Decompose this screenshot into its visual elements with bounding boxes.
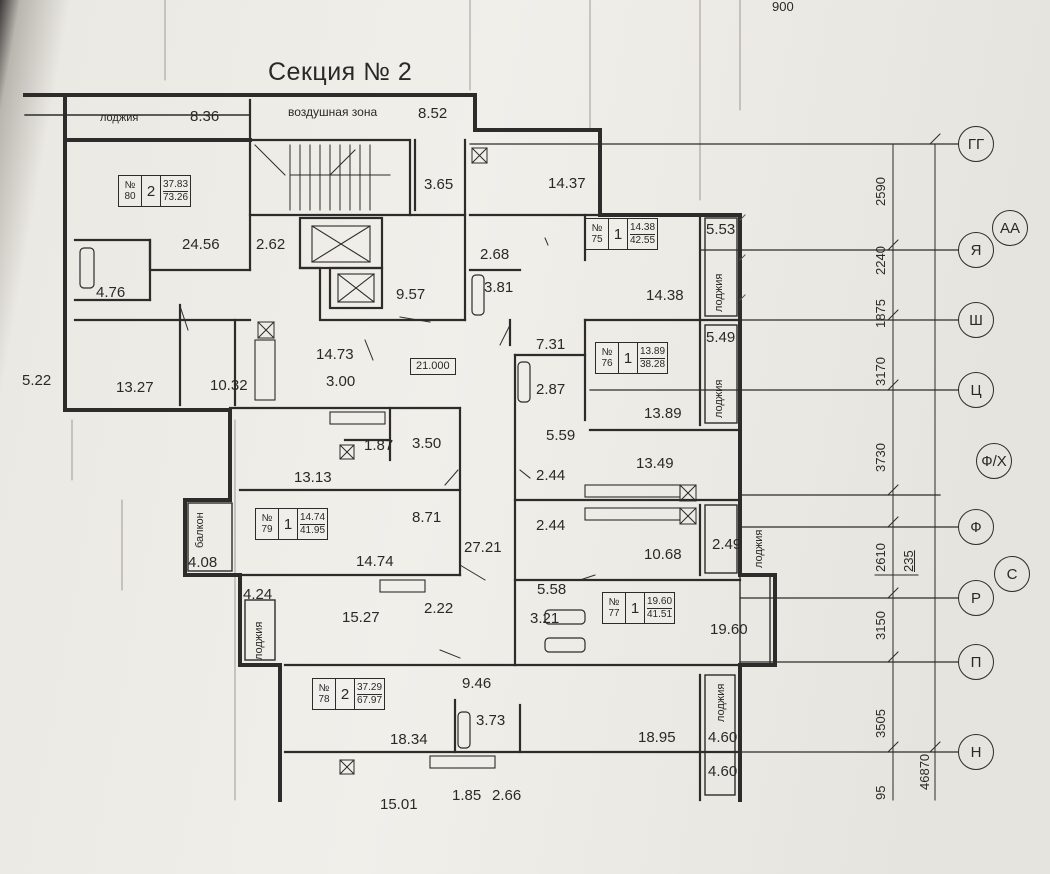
room-area: 10.32 xyxy=(210,377,248,394)
loggia-label: лоджия xyxy=(713,273,725,312)
axis-marker-fx: Ф/Х xyxy=(976,443,1012,479)
room-area: 8.52 xyxy=(418,105,448,122)
dimension-label: 1875 xyxy=(873,299,888,328)
axis-marker-ya: Я xyxy=(958,232,994,268)
dimension-label: 3730 xyxy=(873,443,888,472)
room-area: 14.74 xyxy=(356,553,394,570)
loggia-label: лоджия xyxy=(715,683,727,722)
room-area: 2.68 xyxy=(480,246,510,263)
room-area: 14.37 xyxy=(548,175,586,192)
room-area: 8.71 xyxy=(412,509,442,526)
room-area: 2.44 xyxy=(536,517,566,534)
dimension-label: 2610 xyxy=(873,543,888,572)
balcony-label: балкон xyxy=(194,512,206,548)
axis-marker-p: П xyxy=(958,644,994,680)
dimension-label: 3150 xyxy=(873,611,888,640)
room-area: 1.85 xyxy=(452,787,482,804)
room-area: 9.46 xyxy=(462,675,492,692)
room-area: 13.89 xyxy=(644,405,682,422)
room-area: 4.08 xyxy=(188,554,218,571)
room-area: 14.38 xyxy=(646,287,684,304)
axis-marker-f: Ф xyxy=(958,509,994,545)
axis-marker-gg: ГГ xyxy=(958,126,994,162)
dimension-label: 95 xyxy=(873,785,888,800)
dimension-label: 46870 xyxy=(917,753,932,790)
room-area: 14.73 xyxy=(316,346,354,363)
room-area: 19.60 xyxy=(710,621,748,638)
room-area: 5.22 xyxy=(22,372,52,389)
room-area: 27.21 xyxy=(464,539,502,556)
room-area: 9.57 xyxy=(396,286,426,303)
room-area: 3.00 xyxy=(326,373,356,390)
room-area: 4.60 xyxy=(708,763,738,780)
top-dimension: 900 xyxy=(772,0,794,14)
room-area: 18.34 xyxy=(390,731,428,748)
axis-marker-r: Р xyxy=(958,580,994,616)
room-area: 4.60 xyxy=(708,729,738,746)
air-zone-label: воздушная зона xyxy=(288,105,378,119)
room-area: 2.22 xyxy=(424,600,454,617)
section-title: Секция № 2 xyxy=(268,58,413,86)
room-area: 2.62 xyxy=(256,236,286,253)
room-area: 3.81 xyxy=(484,279,514,296)
axis-marker-n: Н xyxy=(958,734,994,770)
room-area: 3.21 xyxy=(530,610,560,627)
axis-marker-ts: Ц xyxy=(958,372,994,408)
room-area: 4.24 xyxy=(243,586,273,603)
loggia-label: лоджия xyxy=(713,379,725,418)
room-area: 5.49 xyxy=(706,329,736,346)
loggia-label: лоджия xyxy=(100,112,139,124)
room-area: 2.87 xyxy=(536,381,566,398)
axis-marker-s: С xyxy=(994,556,1030,592)
room-area: 15.27 xyxy=(342,609,380,626)
room-area: 2.66 xyxy=(492,787,522,804)
dimension-label: 2240 xyxy=(873,246,888,275)
room-area: 8.36 xyxy=(190,108,220,125)
room-area: 1.87 xyxy=(364,437,394,454)
room-area: 7.31 xyxy=(536,336,566,353)
dimension-label: 3170 xyxy=(873,357,888,386)
loggia-label: лоджия xyxy=(753,529,765,568)
dimension-label: 2590 xyxy=(873,177,888,206)
room-area: 13.49 xyxy=(636,455,674,472)
room-area: 18.95 xyxy=(638,729,676,746)
room-area: 5.53 xyxy=(706,221,736,238)
axis-marker-aa: АА xyxy=(992,210,1028,246)
room-area: 5.58 xyxy=(537,581,567,598)
room-area: 3.50 xyxy=(412,435,442,452)
room-area: 2.49 xyxy=(712,536,742,553)
room-area: 13.27 xyxy=(116,379,154,396)
room-area: 5.59 xyxy=(546,427,576,444)
room-area: 4.76 xyxy=(96,284,126,301)
room-area: 24.56 xyxy=(182,236,220,253)
axis-marker-sh: Ш xyxy=(958,302,994,338)
room-area: 3.73 xyxy=(476,712,506,729)
loggia-label: лоджия xyxy=(253,621,265,660)
room-area: 3.65 xyxy=(424,176,454,193)
room-area: 2.44 xyxy=(536,467,566,484)
dimension-label: 3505 xyxy=(873,709,888,738)
room-area: 13.13 xyxy=(294,469,332,486)
level-mark: 21.000 xyxy=(410,358,456,375)
room-area: 10.68 xyxy=(644,546,682,563)
dimension-label: 235 xyxy=(901,550,916,572)
room-area: 15.01 xyxy=(380,796,418,813)
